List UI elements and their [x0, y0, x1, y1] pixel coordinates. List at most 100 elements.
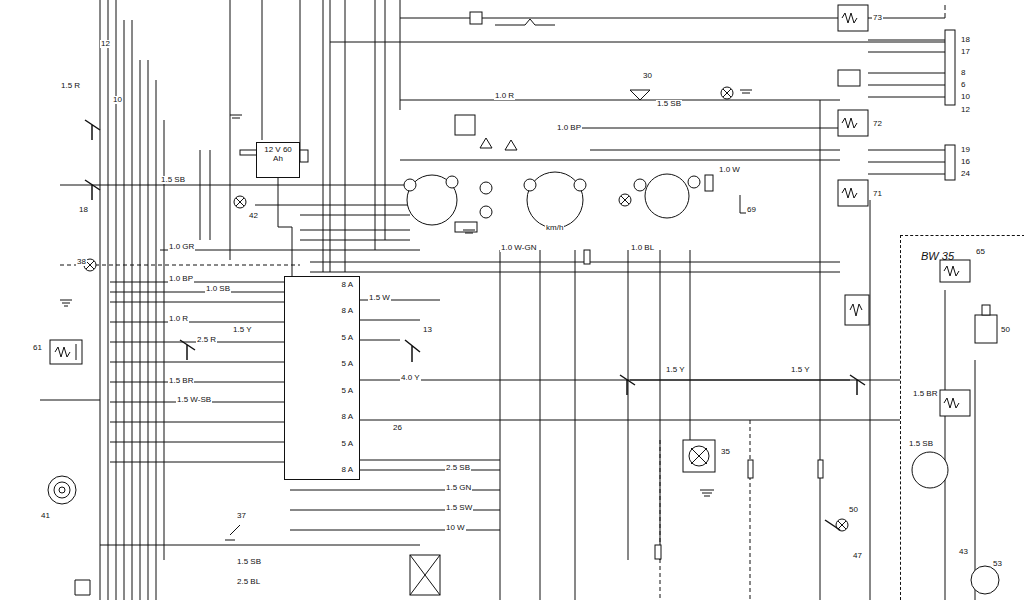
relay-symbol-part — [940, 390, 970, 416]
lamp-symbol-part — [721, 87, 733, 99]
relay-symbol-part — [55, 344, 76, 360]
lamp-symbol-part — [86, 261, 94, 269]
callout-number: 12 — [960, 106, 971, 114]
wire-code: 2.5 R — [196, 336, 217, 344]
callout-number: 50 — [1000, 326, 1011, 334]
connector-block-part — [868, 40, 945, 174]
component-symbol-part — [630, 90, 650, 100]
instrument-cluster-part — [634, 179, 646, 191]
wire-bundle-part — [230, 0, 400, 272]
component-symbol-part — [818, 460, 823, 478]
fuse-rating: 5 A — [341, 387, 353, 396]
transmission-region: BW 35 — [900, 235, 1024, 600]
callout-number: 61 — [32, 344, 43, 352]
wire-code: 1.0 BP — [556, 124, 582, 132]
region-divider — [945, 5, 946, 20]
component-symbol-part — [470, 12, 482, 24]
wire-bundle-part — [100, 300, 900, 545]
relay-symbol-part — [838, 70, 860, 86]
switch-symbol-part — [405, 340, 420, 362]
callout-number: 13 — [422, 326, 433, 334]
wire-bundle-part — [500, 100, 870, 600]
battery-label: 12 V 60 Ah — [260, 146, 296, 164]
callout-number: 47 — [852, 552, 863, 560]
lamp-symbol-part — [838, 521, 846, 529]
relay-symbol-part — [842, 118, 857, 128]
instrument-cluster-part — [480, 206, 492, 218]
relay-symbol-part — [50, 340, 82, 364]
wire-code: 1.0 GR — [168, 243, 195, 251]
connector-block-part — [945, 30, 955, 105]
callout-number: 41 — [40, 512, 51, 520]
component-symbol-part — [971, 566, 999, 594]
component-symbol-part — [683, 440, 715, 472]
fuse-box: 8 A8 A5 A5 A5 A8 A5 A8 A — [284, 276, 360, 480]
wire-code: 1.5 SB — [160, 176, 186, 184]
relay-symbol-part — [944, 266, 959, 276]
ground-symbol-part — [60, 90, 752, 496]
wire-code: 1.5 SB — [908, 440, 934, 448]
relay-symbol-part — [944, 398, 959, 408]
wire-code: 10 W — [445, 524, 466, 532]
switch-symbol-part — [850, 375, 865, 395]
callout-number: 12 — [100, 40, 111, 48]
fuse-rating: 8 A — [341, 413, 353, 422]
wire-code: 1.5 SW — [445, 504, 473, 512]
battery-box: 12 V 60 Ah — [256, 142, 300, 178]
fuse-rating: 8 A — [341, 281, 353, 290]
wire-code: 1.5 Y — [665, 366, 686, 374]
component-symbol-part — [584, 250, 590, 264]
component-symbol-part — [410, 555, 440, 595]
instrument-cluster — [404, 138, 713, 232]
fuse-rating: 8 A — [341, 466, 353, 475]
component-symbol-part — [410, 555, 440, 595]
callout-number: 18 — [960, 36, 971, 44]
callout-number: 18 — [78, 206, 89, 214]
component-symbol-part — [59, 487, 65, 493]
component-symbol-part — [655, 545, 661, 559]
component-symbol-part — [495, 19, 555, 25]
instrument-cluster-part — [480, 138, 517, 150]
region-divider-part — [945, 5, 946, 20]
wire-code: 1.5 SB — [656, 100, 682, 108]
callout-number: 17 — [960, 48, 971, 56]
callout-number: 10 — [112, 96, 123, 104]
callout-number: 6 — [960, 81, 966, 89]
relay-symbol — [50, 5, 970, 416]
wire-code: 1.5 Y — [232, 326, 253, 334]
callout-number: 24 — [960, 170, 971, 178]
wire-code: 1.0 R — [168, 315, 189, 323]
relay-symbol-part — [838, 110, 868, 136]
lamp-symbol — [84, 87, 848, 531]
callout-number: 10 — [960, 93, 971, 101]
relay-symbol-part — [838, 5, 868, 31]
wire-code: 1.5 BR — [912, 390, 938, 398]
wire-code: 1.5 W-SB — [176, 396, 212, 404]
wire-bundle — [40, 0, 975, 600]
callout-number: 26 — [392, 424, 403, 432]
lamp-symbol-part — [723, 89, 731, 97]
wire-code: 1.5 SB — [236, 558, 262, 566]
wire-code: 4.0 Y — [400, 374, 421, 382]
component-symbol-part — [912, 452, 948, 488]
instrument-cluster-part — [480, 182, 492, 194]
switch-symbol-part — [620, 375, 635, 395]
instrument-cluster-part — [524, 179, 536, 191]
wire-bundle-part — [100, 0, 164, 600]
switch-symbol-part — [180, 340, 195, 360]
switch-symbol-part — [85, 120, 100, 140]
lamp-symbol-part — [236, 198, 244, 206]
connector-block-part — [945, 145, 955, 180]
component-symbol-part — [300, 150, 308, 162]
wire-code: 1.0 W-GN — [500, 244, 537, 252]
component-symbol-part — [691, 448, 707, 464]
wire-bundle-part — [330, 18, 945, 160]
fuse-rating: 5 A — [341, 334, 353, 343]
instrument-cluster-part — [705, 175, 713, 191]
callout-number: 43 — [958, 548, 969, 556]
relay-symbol-part — [838, 180, 868, 206]
wire-code: 1.0 BP — [168, 275, 194, 283]
instrument-cluster-part — [404, 179, 416, 191]
wire-code: 1.0 SB — [205, 285, 231, 293]
